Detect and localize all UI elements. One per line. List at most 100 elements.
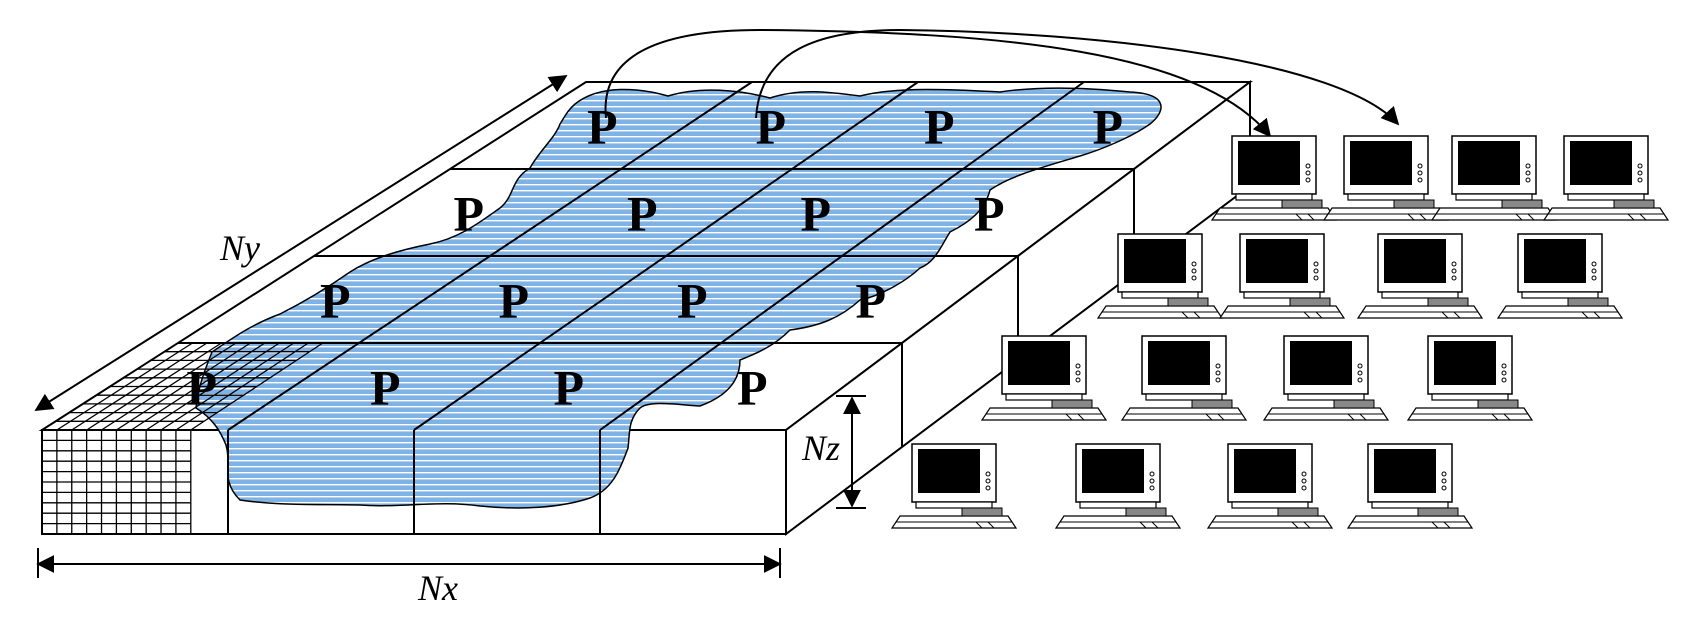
assignment-arrow-1 bbox=[604, 28, 1272, 138]
keyboard-line bbox=[1065, 413, 1073, 421]
keyboard-line bbox=[1453, 311, 1461, 319]
disk-drive bbox=[1051, 399, 1093, 409]
processor-label: P bbox=[855, 273, 886, 329]
computer-workstation bbox=[1406, 335, 1534, 421]
disk-drive bbox=[1477, 399, 1519, 409]
monitor-button bbox=[1637, 170, 1643, 176]
monitor-button bbox=[1357, 363, 1363, 369]
processor-label: P bbox=[677, 273, 708, 329]
keyboard-line bbox=[1527, 213, 1535, 221]
keyboard-line bbox=[1407, 213, 1415, 221]
computer-base bbox=[1521, 291, 1599, 299]
computer-workstation bbox=[890, 443, 1018, 529]
ny-label: Ny bbox=[219, 228, 260, 268]
monitor-button bbox=[1149, 471, 1155, 477]
disk-drive bbox=[1289, 297, 1331, 307]
keyboard-line bbox=[1515, 213, 1523, 221]
monitor-button bbox=[1501, 377, 1507, 383]
processor-label: P bbox=[755, 99, 786, 155]
computer-base bbox=[915, 501, 993, 509]
computer-workstation bbox=[1430, 135, 1558, 221]
keyboard-line bbox=[1217, 413, 1225, 421]
keyboard-line bbox=[1593, 311, 1601, 319]
keyboard-line bbox=[1431, 521, 1439, 529]
keyboard-line bbox=[1347, 413, 1355, 421]
processor-label: P bbox=[924, 99, 955, 155]
keyboard-line bbox=[1581, 311, 1589, 319]
monitor-button bbox=[1525, 177, 1531, 183]
monitor-button bbox=[1215, 363, 1221, 369]
disk-drive bbox=[1393, 199, 1435, 209]
monitor-screen bbox=[1238, 141, 1300, 185]
computer-workstation bbox=[1054, 443, 1182, 529]
computer-workstation bbox=[1346, 443, 1474, 529]
monitor-button bbox=[1215, 377, 1221, 383]
monitor-button bbox=[1501, 363, 1507, 369]
processor-label: P bbox=[453, 186, 484, 242]
monitor-button bbox=[1313, 275, 1319, 281]
monitor-button bbox=[1191, 275, 1197, 281]
computer-base bbox=[1381, 291, 1459, 299]
monitor-button bbox=[1149, 485, 1155, 491]
keyboard-line bbox=[1303, 521, 1311, 529]
computer-workstation bbox=[1206, 443, 1334, 529]
monitor-screen bbox=[1524, 239, 1586, 283]
disk-drive bbox=[1125, 507, 1167, 517]
disk-drive bbox=[1333, 399, 1375, 409]
keyboard-line bbox=[1307, 213, 1315, 221]
monitor-screen bbox=[1434, 341, 1496, 385]
assignment-arrow-2 bbox=[755, 28, 1400, 126]
x-partition-line bbox=[599, 81, 1085, 431]
keyboard-line bbox=[1503, 413, 1511, 421]
monitor-button bbox=[1305, 163, 1311, 169]
monitor-button bbox=[1451, 268, 1457, 274]
monitor-screen bbox=[1124, 239, 1186, 283]
monitor-button bbox=[1075, 377, 1081, 383]
monitor-button bbox=[1313, 268, 1319, 274]
keyboard-line bbox=[1181, 311, 1189, 319]
monitor-button bbox=[1441, 471, 1447, 477]
monitor-button bbox=[1301, 485, 1307, 491]
disk-drive bbox=[1567, 297, 1609, 307]
processor-label: P bbox=[974, 186, 1005, 242]
ny-dimension-arrow bbox=[34, 75, 568, 411]
monitor-button bbox=[1149, 478, 1155, 484]
monitor-screen bbox=[1458, 141, 1520, 185]
monitor-screen bbox=[1570, 141, 1632, 185]
disk-drive bbox=[1167, 297, 1209, 307]
processor-label: P bbox=[498, 273, 529, 329]
monitor-button bbox=[985, 471, 991, 477]
processor-label: P bbox=[800, 186, 831, 242]
monitor-button bbox=[1191, 268, 1197, 274]
disk-drive bbox=[1613, 199, 1655, 209]
dimension-annotations bbox=[34, 75, 866, 578]
computer-workstation bbox=[1356, 233, 1484, 319]
monitor-button bbox=[1451, 275, 1457, 281]
monitor-button bbox=[1215, 370, 1221, 376]
keyboard-line bbox=[1491, 413, 1499, 421]
keyboard-line bbox=[1303, 311, 1311, 319]
computer-base bbox=[1287, 393, 1365, 401]
keyboard-line bbox=[975, 521, 983, 529]
keyboard-line bbox=[1639, 213, 1647, 221]
monitor-button bbox=[1075, 370, 1081, 376]
monitor-button bbox=[1357, 377, 1363, 383]
computer-base bbox=[1431, 393, 1509, 401]
computer-cluster bbox=[890, 135, 1670, 529]
computer-base bbox=[1121, 291, 1199, 299]
disk-drive bbox=[1191, 399, 1233, 409]
monitor-button bbox=[1525, 170, 1531, 176]
keyboard-line bbox=[1151, 521, 1159, 529]
computer-base bbox=[1079, 501, 1157, 509]
computer-base bbox=[1347, 193, 1425, 201]
disk-drive bbox=[1501, 199, 1543, 209]
monitor-button bbox=[1441, 478, 1447, 484]
keyboard-line bbox=[1359, 413, 1367, 421]
keyboard-line bbox=[1205, 413, 1213, 421]
monitor-screen bbox=[1246, 239, 1308, 283]
computer-workstation bbox=[980, 335, 1108, 421]
computer-workstation bbox=[1096, 233, 1224, 319]
processor-label: P bbox=[1092, 99, 1123, 155]
monitor-button bbox=[1591, 275, 1597, 281]
keyboard-line bbox=[1443, 521, 1451, 529]
